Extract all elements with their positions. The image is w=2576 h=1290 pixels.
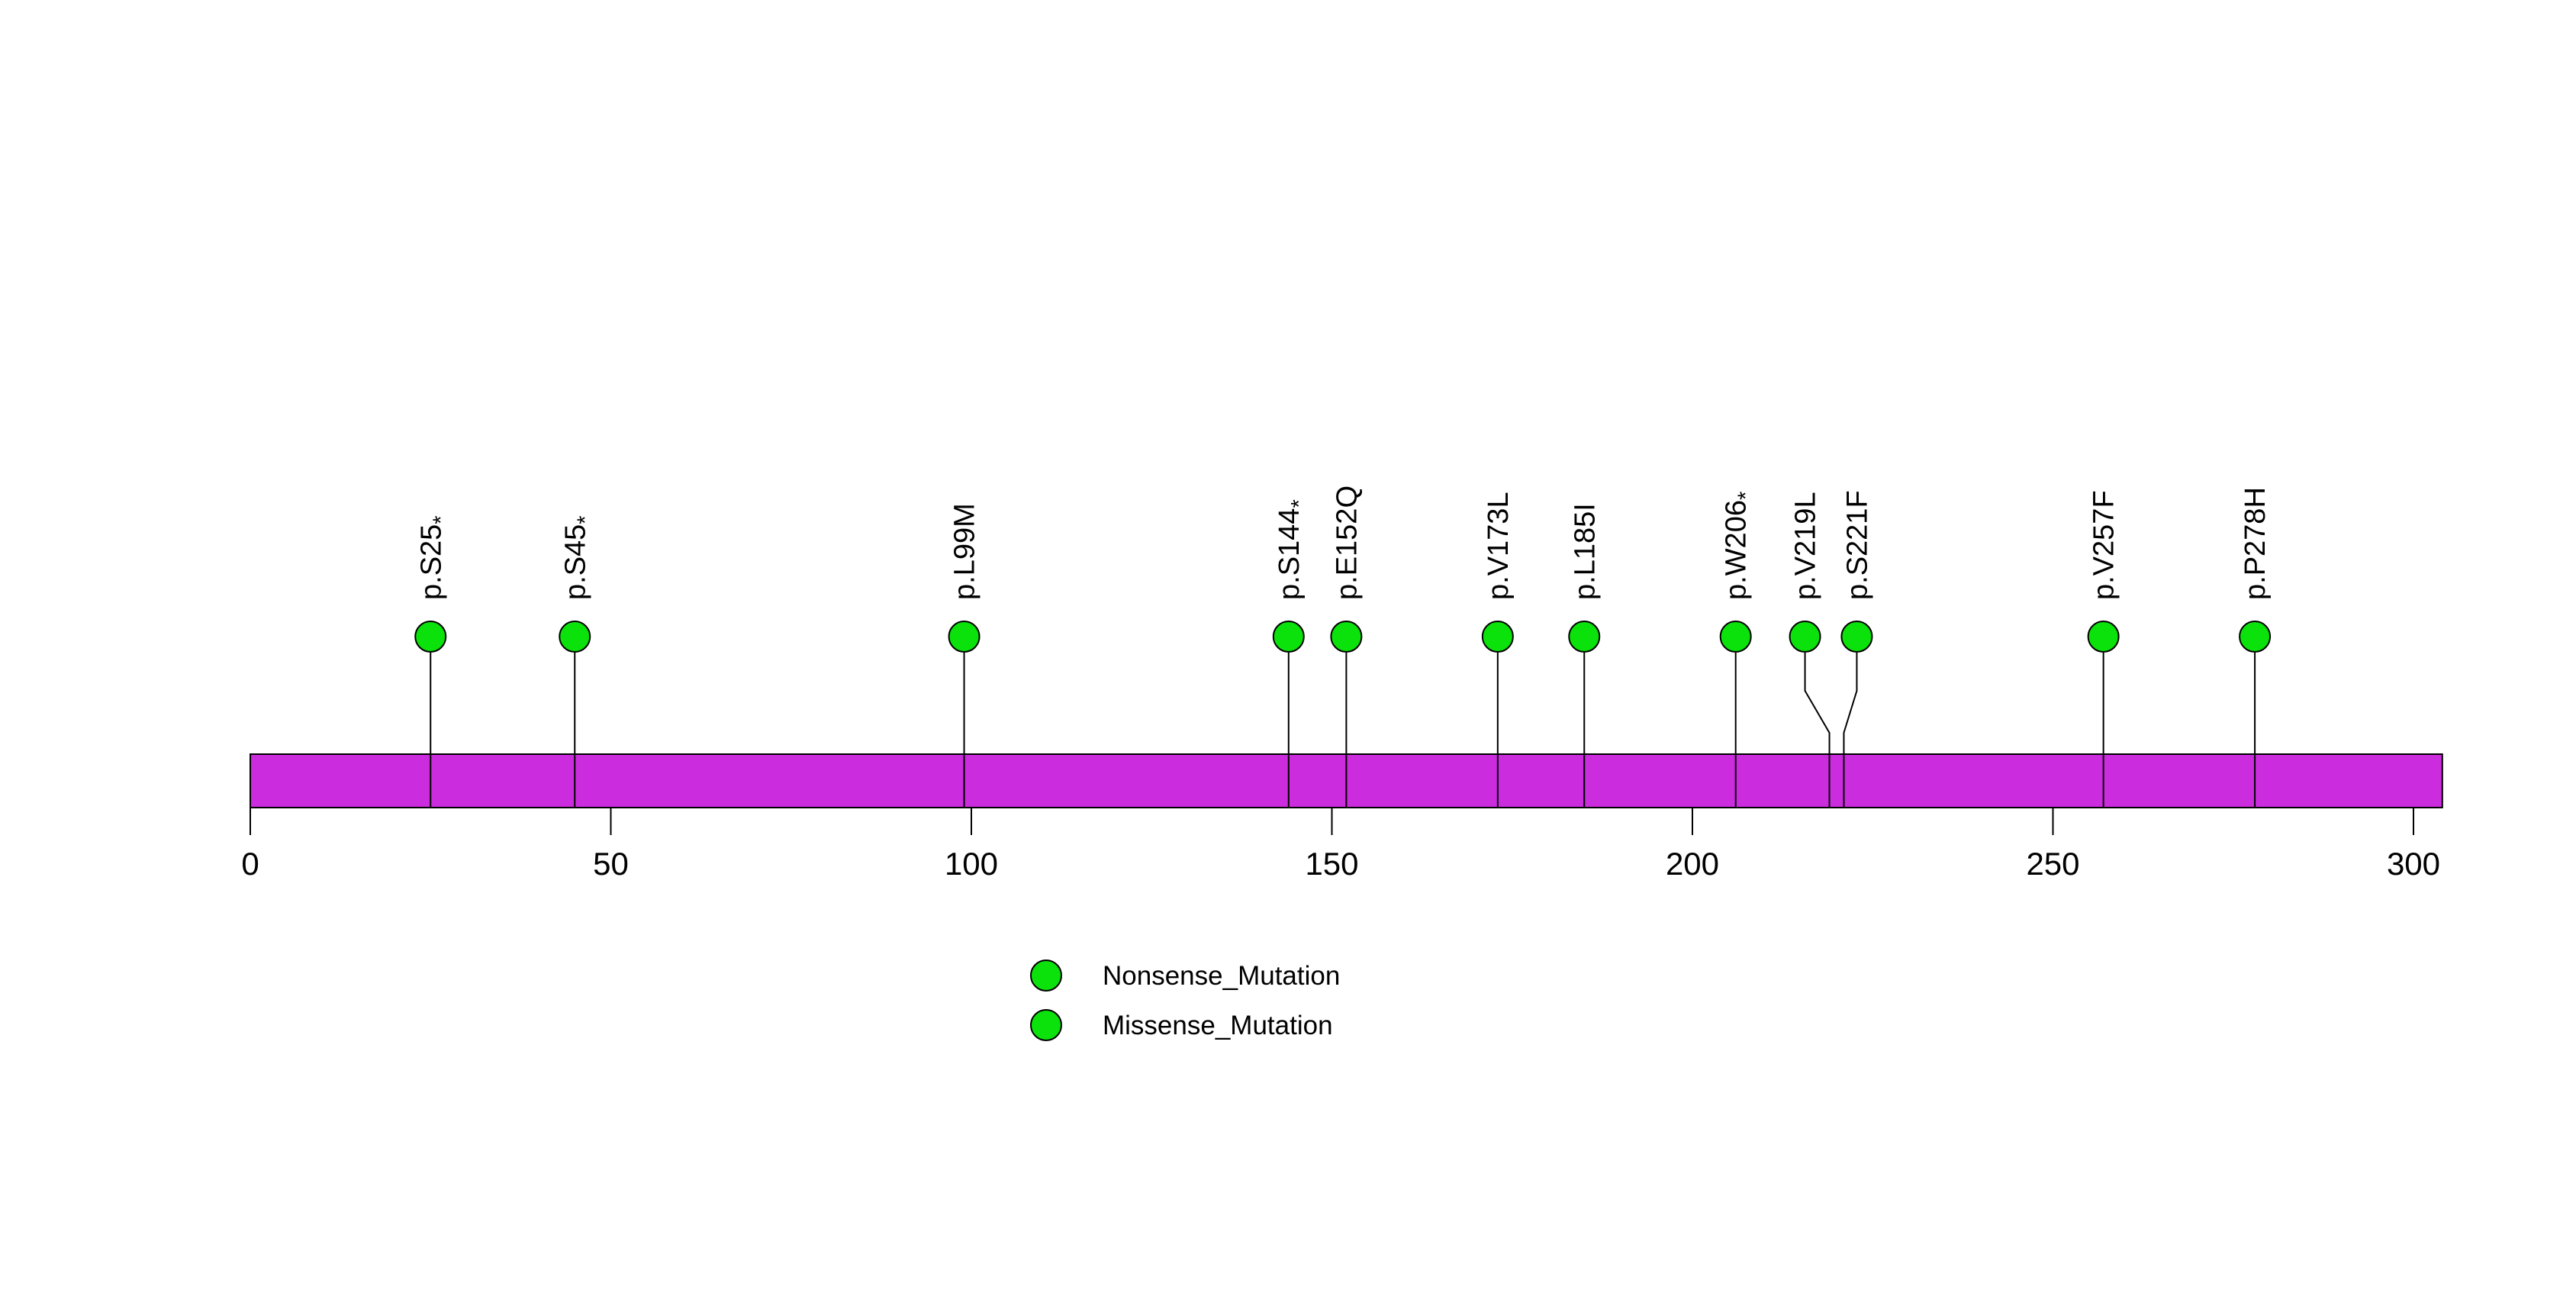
mutation-label-star: *: [573, 515, 597, 524]
x-axis-tick-label: 0: [241, 846, 259, 882]
mutation-marker: [1840, 621, 1873, 653]
x-axis-group: 0 50 100 150 200 250 300: [241, 808, 2440, 882]
mutation-label-text: p.S221F: [1841, 490, 1873, 600]
mutation-markers-group: [414, 621, 2272, 653]
mutation-marker: [1789, 621, 1821, 653]
mutation-label-star: *: [429, 515, 453, 524]
mutation-label-text: p.V257F: [2088, 490, 2120, 600]
mutation-label: p.S25*: [415, 515, 453, 600]
mutation-label-text: p.L185I: [1569, 503, 1601, 600]
mutation-label-star: *: [1287, 499, 1312, 508]
mutation-label: p.L185I: [1569, 503, 1601, 600]
mutation-label-text: p.L99M: [949, 503, 981, 600]
mutation-label-star: *: [1734, 492, 1759, 500]
mutation-label: p.S221F: [1841, 490, 1873, 600]
mutation-label: p.S144*: [1274, 499, 1312, 600]
mutation-label-text: p.S45: [559, 524, 591, 600]
mutation-label-text: p.V173L: [1483, 492, 1515, 600]
mutation-marker: [2087, 621, 2120, 653]
x-axis-tick-label: 150: [1305, 846, 1358, 882]
mutation-label-text: p.W206: [1721, 500, 1753, 600]
legend-item-label: Missense_Mutation: [1103, 1011, 1333, 1040]
mutation-label: p.V219L: [1790, 492, 1822, 600]
mutation-marker: [1719, 621, 1752, 653]
mutation-label-text: p.V219L: [1790, 492, 1822, 600]
mutation-label-text: p.S25: [415, 524, 447, 600]
mutation-label-text: p.P278H: [2240, 487, 2272, 600]
mutation-label: p.V257F: [2088, 490, 2120, 600]
mutation-stems-group: [430, 653, 2256, 808]
mutation-label: p.S45*: [559, 515, 597, 600]
x-axis-tick-label: 100: [945, 846, 998, 882]
mutation-label: p.L99M: [949, 503, 981, 600]
mutation-marker: [1481, 621, 1514, 653]
mutation-marker: [1272, 621, 1305, 653]
mutation-marker: [1330, 621, 1363, 653]
mutation-marker: [414, 621, 447, 653]
mutation-stem: [1843, 653, 1858, 808]
legend-marker: [1030, 959, 1062, 992]
x-axis-tick-label: 50: [593, 846, 629, 882]
mutation-label: p.W206*: [1721, 492, 1759, 600]
mutation-label-text: p.E152Q: [1331, 485, 1363, 600]
x-axis-tick-label: 250: [2026, 846, 2079, 882]
mutation-label: p.V173L: [1483, 492, 1515, 600]
mutation-label: p.P278H: [2240, 487, 2272, 600]
mutation-label-text: p.S144: [1274, 508, 1306, 600]
x-axis-tick-label: 200: [1666, 846, 1719, 882]
mutation-stem: [1804, 653, 1831, 808]
mutation-marker: [948, 621, 980, 653]
mutation-marker: [559, 621, 591, 653]
mutation-marker: [1568, 621, 1601, 653]
mutation-marker: [2239, 621, 2272, 653]
legend-item-label: Nonsense_Mutation: [1103, 961, 1340, 991]
x-axis-tick-label: 300: [2387, 846, 2440, 882]
mutation-label: p.E152Q: [1331, 485, 1363, 600]
legend-marker: [1030, 1009, 1062, 1041]
